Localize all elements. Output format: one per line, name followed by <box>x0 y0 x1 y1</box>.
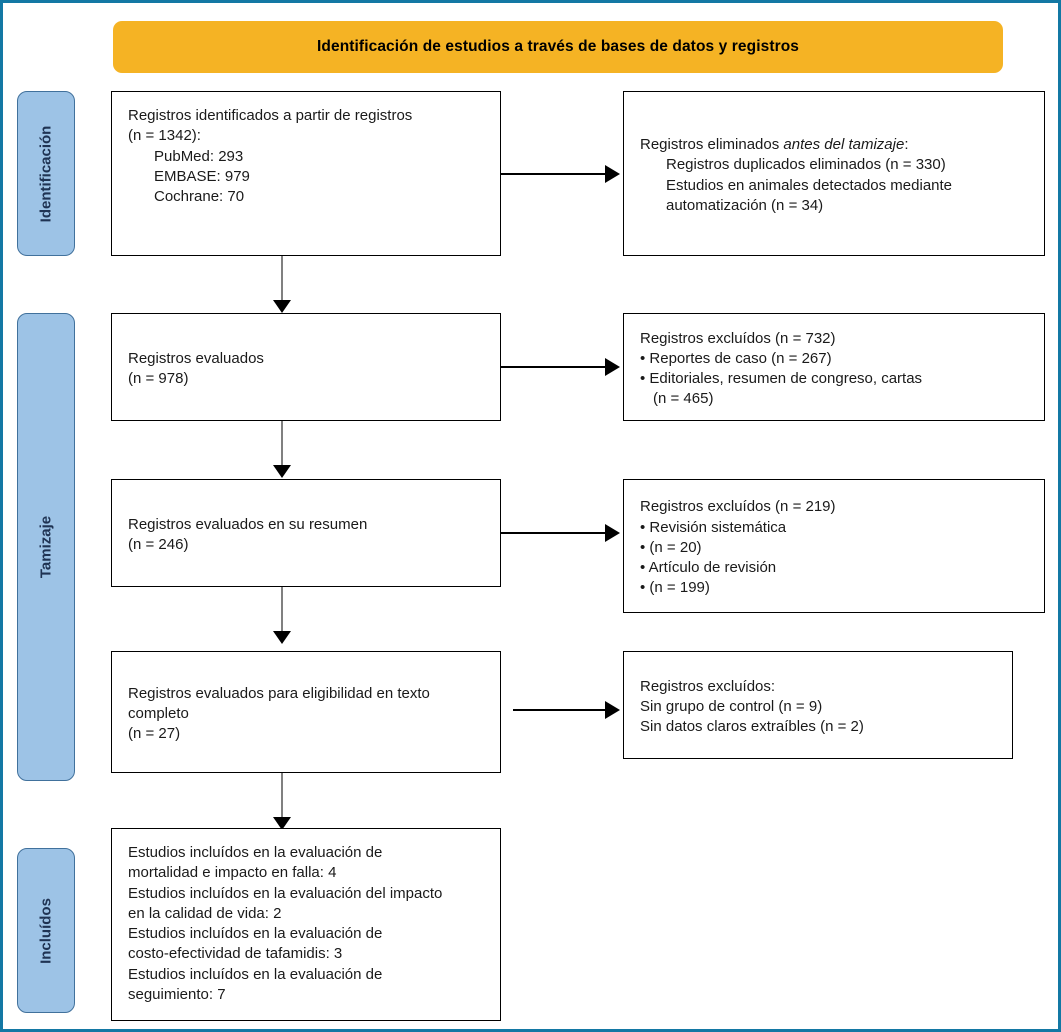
line: EMBASE: 979 <box>154 167 250 185</box>
line: mortalidad e impacto en falla: 4 <box>128 864 337 882</box>
connector-screened-to-abstract <box>281 421 283 467</box>
arrow-head-down <box>273 631 291 644</box>
diagram-title-text: Identificación de estudios a través de b… <box>317 38 799 55</box>
arrow-identified-to-removed <box>501 173 607 175</box>
line: • Editoriales, resumen de congreso, cart… <box>640 370 923 387</box>
box-records-assessed-fulltext: Registros evaluados para eligibilidad en… <box>111 651 501 773</box>
line: completo <box>128 704 189 722</box>
connector-fulltext-to-included <box>281 773 283 819</box>
line: • (n = 20) <box>640 538 702 556</box>
line: costo-efectividad de tafamidis: 3 <box>128 945 343 963</box>
line: Estudios incluídos en la evaluación de <box>128 965 383 983</box>
line-suffix: : <box>904 136 909 153</box>
phase-pill-incluidos: Incluídos <box>17 848 75 1013</box>
line: (n = 1342): <box>128 127 201 145</box>
arrow-head-down <box>273 817 291 830</box>
line: Sin grupo de control (n = 9) <box>640 697 823 715</box>
line: Cochrane: 70 <box>154 188 245 205</box>
line: (n = 27) <box>128 725 181 743</box>
line: • Revisión sistemática <box>640 518 787 536</box>
line: Registros evaluados en su resumen <box>128 515 368 533</box>
line: (n = 465) <box>653 390 714 408</box>
line: Registros duplicados eliminados (n = 330… <box>666 156 946 174</box>
line-emphasis: antes del tamizaje <box>783 136 905 153</box>
line: Estudios incluídos en la evaluación de <box>128 844 383 861</box>
arrow-abstract-to-excluded <box>501 532 607 534</box>
line: • (n = 199) <box>640 579 710 597</box>
arrow-head-right <box>605 358 620 376</box>
line: Registros eliminados antes del tamizaje: <box>640 135 1030 155</box>
box-records-excluded-abstract: Registros excluídos (n = 219) • Revisión… <box>623 479 1045 613</box>
line: seguimiento: 7 <box>128 985 226 1003</box>
line: Registros identificados a partir de regi… <box>128 107 413 124</box>
line: • Artículo de revisión <box>640 559 777 577</box>
line: Registros evaluados <box>128 349 264 367</box>
line: Estudios incluídos en la evaluación del … <box>128 884 443 902</box>
connector-identified-to-screened <box>281 256 283 302</box>
line: (n = 246) <box>128 536 189 553</box>
line: Registros excluídos (n = 219) <box>640 498 836 516</box>
box-records-identified: Registros identificados a partir de regi… <box>111 91 501 256</box>
box-studies-included: Estudios incluídos en la evaluación de m… <box>111 828 501 1021</box>
line: automatización (n = 34) <box>666 196 824 214</box>
box-records-screened: Registros evaluados (n = 978) <box>111 313 501 421</box>
box-records-excluded-fulltext: Registros excluídos: Sin grupo de contro… <box>623 651 1013 759</box>
line: Sin datos claros extraíbles (n = 2) <box>640 718 864 736</box>
line: (n = 978) <box>128 370 189 387</box>
arrow-head-down <box>273 465 291 478</box>
arrow-head-down <box>273 300 291 313</box>
diagram-title-banner: Identificación de estudios a través de b… <box>113 21 1003 73</box>
phase-pill-identificacion: Identificación <box>17 91 75 256</box>
line: Registros evaluados para eligibilidad en… <box>128 684 430 702</box>
arrow-head-right <box>605 524 620 542</box>
box-records-removed-before-screening: Registros eliminados antes del tamizaje:… <box>623 91 1045 256</box>
arrow-fulltext-to-excluded <box>513 709 607 711</box>
line: en la calidad de vida: 2 <box>128 904 282 922</box>
line: • Reportes de caso (n = 267) <box>640 349 832 367</box>
arrow-head-right <box>605 701 620 719</box>
phase-label-incluidos: Incluídos <box>37 897 55 964</box>
box-records-assessed-abstract: Registros evaluados en su resumen (n = 2… <box>111 479 501 587</box>
phase-pill-tamizaje: Tamizaje <box>17 313 75 781</box>
line: Registros excluídos: <box>640 677 776 695</box>
phase-label-identificacion: Identificación <box>37 125 55 222</box>
line-text: Registros eliminados <box>640 136 784 153</box>
connector-abstract-to-fulltext <box>281 587 283 633</box>
arrow-screened-to-excluded <box>501 366 607 368</box>
line: Estudios incluídos en la evaluación de <box>128 925 383 942</box>
line: Estudios en animales detectados mediante <box>666 176 953 194</box>
arrow-head-right <box>605 165 620 183</box>
phase-label-tamizaje: Tamizaje <box>37 515 55 579</box>
line: Registros excluídos (n = 732) <box>640 329 836 347</box>
box-records-excluded-screening: Registros excluídos (n = 732) • Reportes… <box>623 313 1045 421</box>
line: PubMed: 293 <box>154 147 244 165</box>
